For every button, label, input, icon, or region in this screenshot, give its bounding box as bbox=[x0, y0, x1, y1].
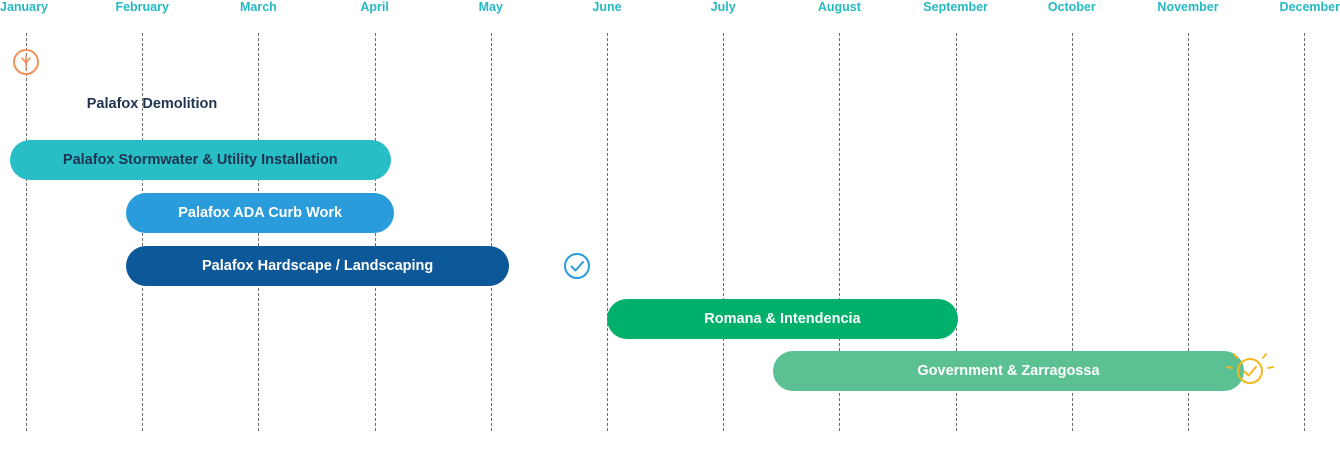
month-label-march: March bbox=[239, 0, 277, 14]
task-bar: Palafox ADA Curb Work bbox=[125, 193, 395, 233]
month-label-december: December bbox=[1279, 0, 1340, 14]
check-circle-icon bbox=[563, 253, 590, 279]
gridline-may bbox=[491, 33, 492, 431]
month-label-january: January bbox=[0, 0, 48, 14]
sprout-check-icon bbox=[13, 49, 39, 75]
task-bar: Government & Zarragossa bbox=[773, 351, 1244, 391]
task-bar-label: Palafox Hardscape / Landscaping bbox=[202, 258, 434, 274]
task-bar-label: Palafox ADA Curb Work bbox=[178, 205, 343, 221]
month-label-july: July bbox=[710, 0, 736, 14]
gridline-july bbox=[723, 33, 724, 431]
gridline-september bbox=[956, 33, 957, 431]
task-label-demolition: Palafox Demolition bbox=[86, 96, 218, 112]
month-label-august: August bbox=[817, 0, 861, 14]
gridline-october bbox=[1072, 33, 1073, 431]
gridline-june bbox=[607, 33, 608, 431]
task-bar: Romana & Intendencia bbox=[607, 299, 958, 339]
month-label-june: June bbox=[592, 0, 622, 14]
task-bar-label: Palafox Stormwater & Utility Installatio… bbox=[62, 152, 338, 168]
check-circle-sparkle-icon bbox=[1225, 353, 1274, 384]
month-label-february: February bbox=[115, 0, 169, 14]
task-bar: Palafox Stormwater & Utility Installatio… bbox=[9, 140, 391, 180]
gridline-december bbox=[1304, 33, 1305, 431]
task-bar-label: Romana & Intendencia bbox=[704, 311, 861, 327]
task-bar: Palafox Hardscape / Landscaping bbox=[125, 246, 510, 286]
month-label-may: May bbox=[478, 0, 503, 14]
gridline-november bbox=[1188, 33, 1189, 431]
month-label-october: October bbox=[1047, 0, 1096, 14]
month-label-april: April bbox=[360, 0, 389, 14]
task-bar-label: Government & Zarragossa bbox=[917, 363, 1100, 379]
gridline-august bbox=[839, 33, 840, 431]
month-label-november: November bbox=[1157, 0, 1219, 14]
month-label-september: September bbox=[923, 0, 988, 14]
gridline-january bbox=[26, 33, 27, 431]
